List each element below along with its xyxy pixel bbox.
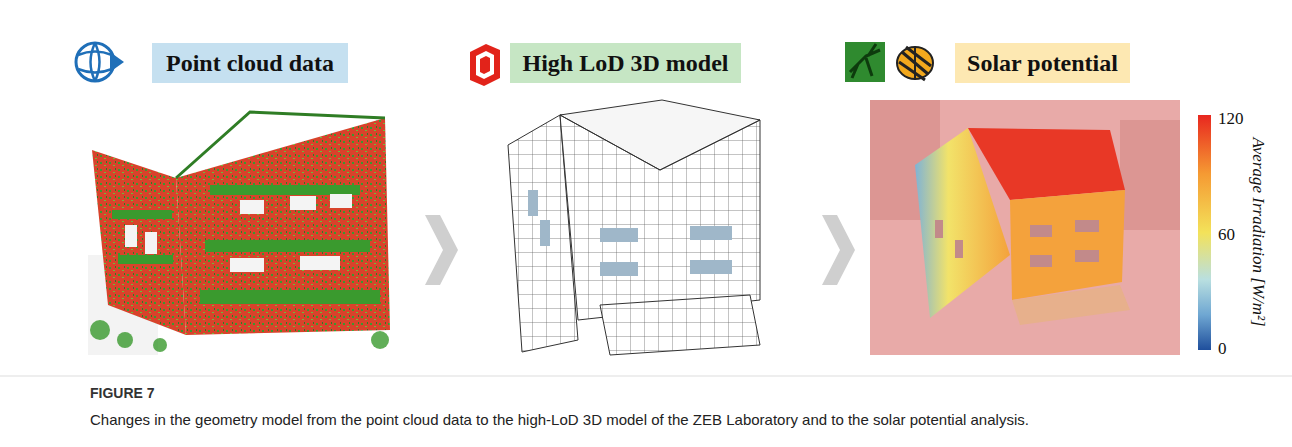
- axis-title: Average Irradiation [W/m²]: [1250, 137, 1267, 326]
- chevron-arrow: [425, 215, 458, 285]
- label-text: Solar potential: [967, 50, 1118, 77]
- point-cloud-image: [88, 112, 390, 355]
- label-text: High LoD 3D model: [522, 50, 728, 77]
- label-box: High LoD 3D model: [510, 43, 741, 83]
- chevron-arrow: [822, 215, 855, 285]
- label-text: Point cloud data: [166, 50, 334, 77]
- scanner-icon: [76, 43, 124, 81]
- solar-potential-image: [870, 100, 1180, 355]
- scale-value: 120: [1218, 110, 1244, 127]
- scale-value: 0: [1218, 340, 1227, 357]
- color-bar: [1198, 115, 1211, 350]
- modeling-icon: [470, 44, 500, 86]
- label-box: Solar potential: [955, 43, 1130, 83]
- figure-caption: Changes in the geometry model from the p…: [90, 411, 1280, 429]
- scale-value: 60: [1218, 226, 1235, 243]
- figure-number: FIGURE 7: [90, 386, 155, 400]
- wireframe-model-image: [508, 100, 760, 355]
- ladybug-icon: [897, 47, 933, 80]
- label-box: Point cloud data: [152, 43, 348, 83]
- caption-rule: [0, 376, 1292, 377]
- grasshopper-icon: [845, 42, 885, 82]
